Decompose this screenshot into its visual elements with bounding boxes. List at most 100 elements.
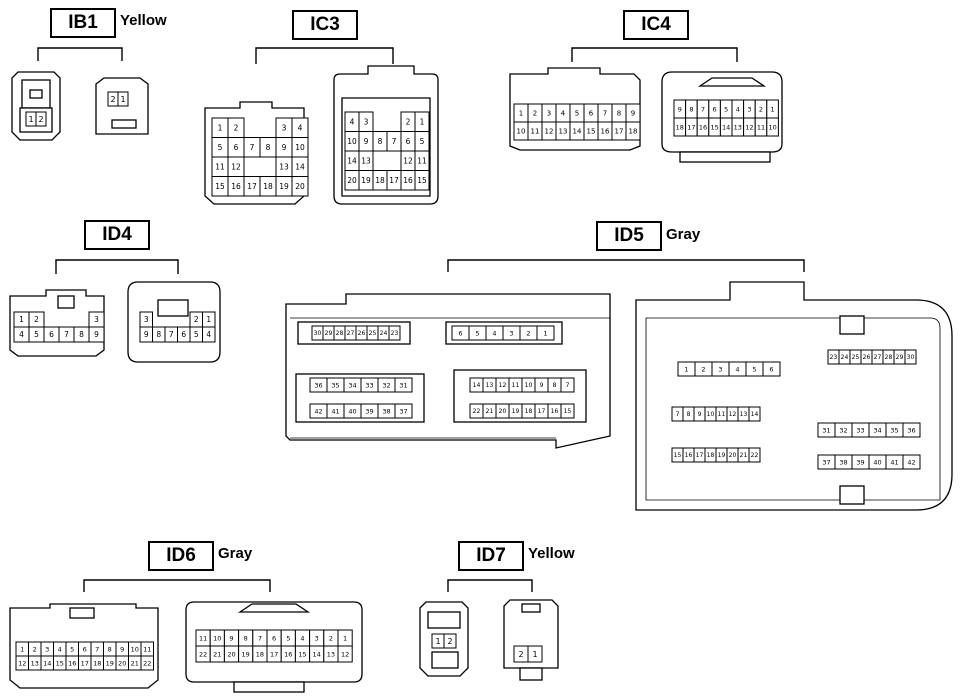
- terminal-IC3-9: 9: [282, 143, 287, 152]
- connector-label-ID4: ID4: [84, 220, 150, 250]
- terminal-IC3-7: 7: [392, 137, 397, 146]
- terminal-ID4-7: 7: [64, 330, 69, 339]
- terminal-IC3-6: 6: [234, 143, 239, 152]
- terminal-IB1-2: 2: [110, 95, 115, 104]
- terminal-ID5-41: 41: [331, 407, 339, 415]
- housing-edge: [290, 317, 610, 439]
- terminal-ID5-32: 32: [382, 381, 390, 389]
- latch-guide: [237, 603, 311, 613]
- terminal-IC4-2: 2: [533, 110, 537, 118]
- terminal-IC4-9: 9: [631, 110, 635, 118]
- terminal-IC3-20: 20: [295, 182, 305, 191]
- terminal-ID4-3: 3: [94, 315, 99, 324]
- terminal-ID4-1: 1: [206, 315, 211, 324]
- terminal-ID5-7: 7: [566, 382, 570, 389]
- terminal-ID5-36: 36: [314, 381, 322, 389]
- terminal-ID5-17: 17: [538, 408, 546, 415]
- terminal-ID6-14: 14: [313, 650, 321, 658]
- lock-rail: [519, 667, 543, 681]
- terminal-ID5-10: 10: [707, 411, 715, 418]
- terminal-IC3-7: 7: [250, 143, 255, 152]
- terminal-ID6-22: 22: [199, 650, 207, 658]
- terminal-ID5-32: 32: [839, 426, 847, 434]
- terminal-IC3-19: 19: [361, 176, 371, 185]
- terminal-IB1-1: 1: [120, 95, 125, 104]
- terminal-ID5-14: 14: [473, 382, 481, 389]
- connector-label-ID5: ID5: [596, 221, 662, 251]
- terminal-ID6-4: 4: [58, 645, 62, 653]
- connector-housing: [204, 101, 305, 205]
- terminal-ID5-3: 3: [718, 365, 722, 373]
- terminal-IC3-19: 19: [279, 182, 289, 191]
- terminal-ID5-22: 22: [751, 452, 759, 459]
- connector-housing: [285, 293, 611, 449]
- terminal-ID5-13: 13: [740, 411, 748, 418]
- terminal-IC4-13: 13: [559, 128, 568, 136]
- terminal-ID5-30: 30: [314, 330, 322, 337]
- terminal-IC4-11: 11: [757, 123, 765, 131]
- bracket-line: [255, 47, 394, 64]
- connector-label-IC4: IC4: [623, 10, 689, 40]
- connector-housing: [95, 77, 149, 135]
- terminal-ID5-22: 22: [473, 408, 481, 415]
- terminal-IC4-10: 10: [517, 128, 526, 136]
- terminal-ID5-42: 42: [907, 458, 915, 466]
- terminal-ID6-13: 13: [327, 650, 335, 658]
- terminal-cell: [117, 91, 129, 107]
- terminal-ID6-7: 7: [95, 645, 99, 653]
- terminal-IC3-11: 11: [417, 156, 427, 165]
- terminal-ID6-17: 17: [270, 650, 278, 658]
- terminal-ID5-33: 33: [856, 426, 864, 434]
- terminal-IC3-20: 20: [347, 176, 357, 185]
- terminal-ID4-6: 6: [181, 330, 186, 339]
- terminal-IC3-10: 10: [347, 137, 357, 146]
- bracket-line: [447, 579, 533, 592]
- terminal-ID6-10: 10: [131, 645, 139, 653]
- terminal-ID5-38: 38: [839, 458, 847, 466]
- terminal-ID7-2: 2: [518, 650, 523, 659]
- terminal-ID5-6: 6: [458, 329, 462, 337]
- terminal-cell: [388, 325, 401, 341]
- terminal-ID5-24: 24: [841, 354, 849, 361]
- terminal-ID5-9: 9: [698, 411, 702, 418]
- terminal-ID6-2: 2: [329, 634, 333, 642]
- terminal-ID5-19: 19: [512, 408, 520, 415]
- terminal-ID6-11: 11: [199, 634, 207, 642]
- terminal-ID6-2: 2: [33, 645, 37, 653]
- terminal-ID5-11: 11: [718, 411, 726, 418]
- terminal-ID7-1: 1: [435, 637, 440, 646]
- terminal-ID6-15: 15: [298, 650, 306, 658]
- terminal-cell: [762, 361, 781, 377]
- lock-area: [431, 651, 459, 669]
- terminal-ID5-18: 18: [707, 452, 715, 459]
- connector-housing: [11, 71, 61, 141]
- terminal-ID5-5: 5: [752, 365, 756, 373]
- terminal-ID6-3: 3: [315, 634, 319, 642]
- terminal-ID6-21: 21: [213, 650, 221, 658]
- terminal-ID5-41: 41: [890, 458, 898, 466]
- latch-tab: [29, 89, 43, 99]
- terminal-ID5-15: 15: [564, 408, 572, 415]
- lock-rail: [233, 681, 305, 693]
- terminal-IC4-5: 5: [724, 105, 728, 113]
- terminal-ID5-31: 31: [822, 426, 830, 434]
- terminal-IC3-11: 11: [215, 162, 225, 171]
- terminal-IC3-10: 10: [295, 143, 305, 152]
- terminal-ID4-7: 7: [169, 330, 174, 339]
- terminal-ID5-1: 1: [543, 329, 547, 337]
- terminal-ID4-8: 8: [156, 330, 161, 339]
- terminal-ID4-9: 9: [94, 330, 99, 339]
- terminal-ID6-5: 5: [70, 645, 74, 653]
- latch-slot: [839, 485, 865, 505]
- terminal-ID6-20: 20: [227, 650, 235, 658]
- latch-tab: [57, 295, 75, 309]
- terminal-IC3-2: 2: [406, 117, 411, 126]
- terminal-IC3-14: 14: [347, 156, 357, 165]
- connector-housing: [333, 65, 439, 205]
- terminal-ID6-6: 6: [83, 645, 87, 653]
- terminal-ID5-20: 20: [729, 452, 737, 459]
- terminal-IC3-1: 1: [218, 123, 223, 132]
- terminal-ID5-25: 25: [852, 354, 860, 361]
- terminal-cell: [902, 454, 921, 470]
